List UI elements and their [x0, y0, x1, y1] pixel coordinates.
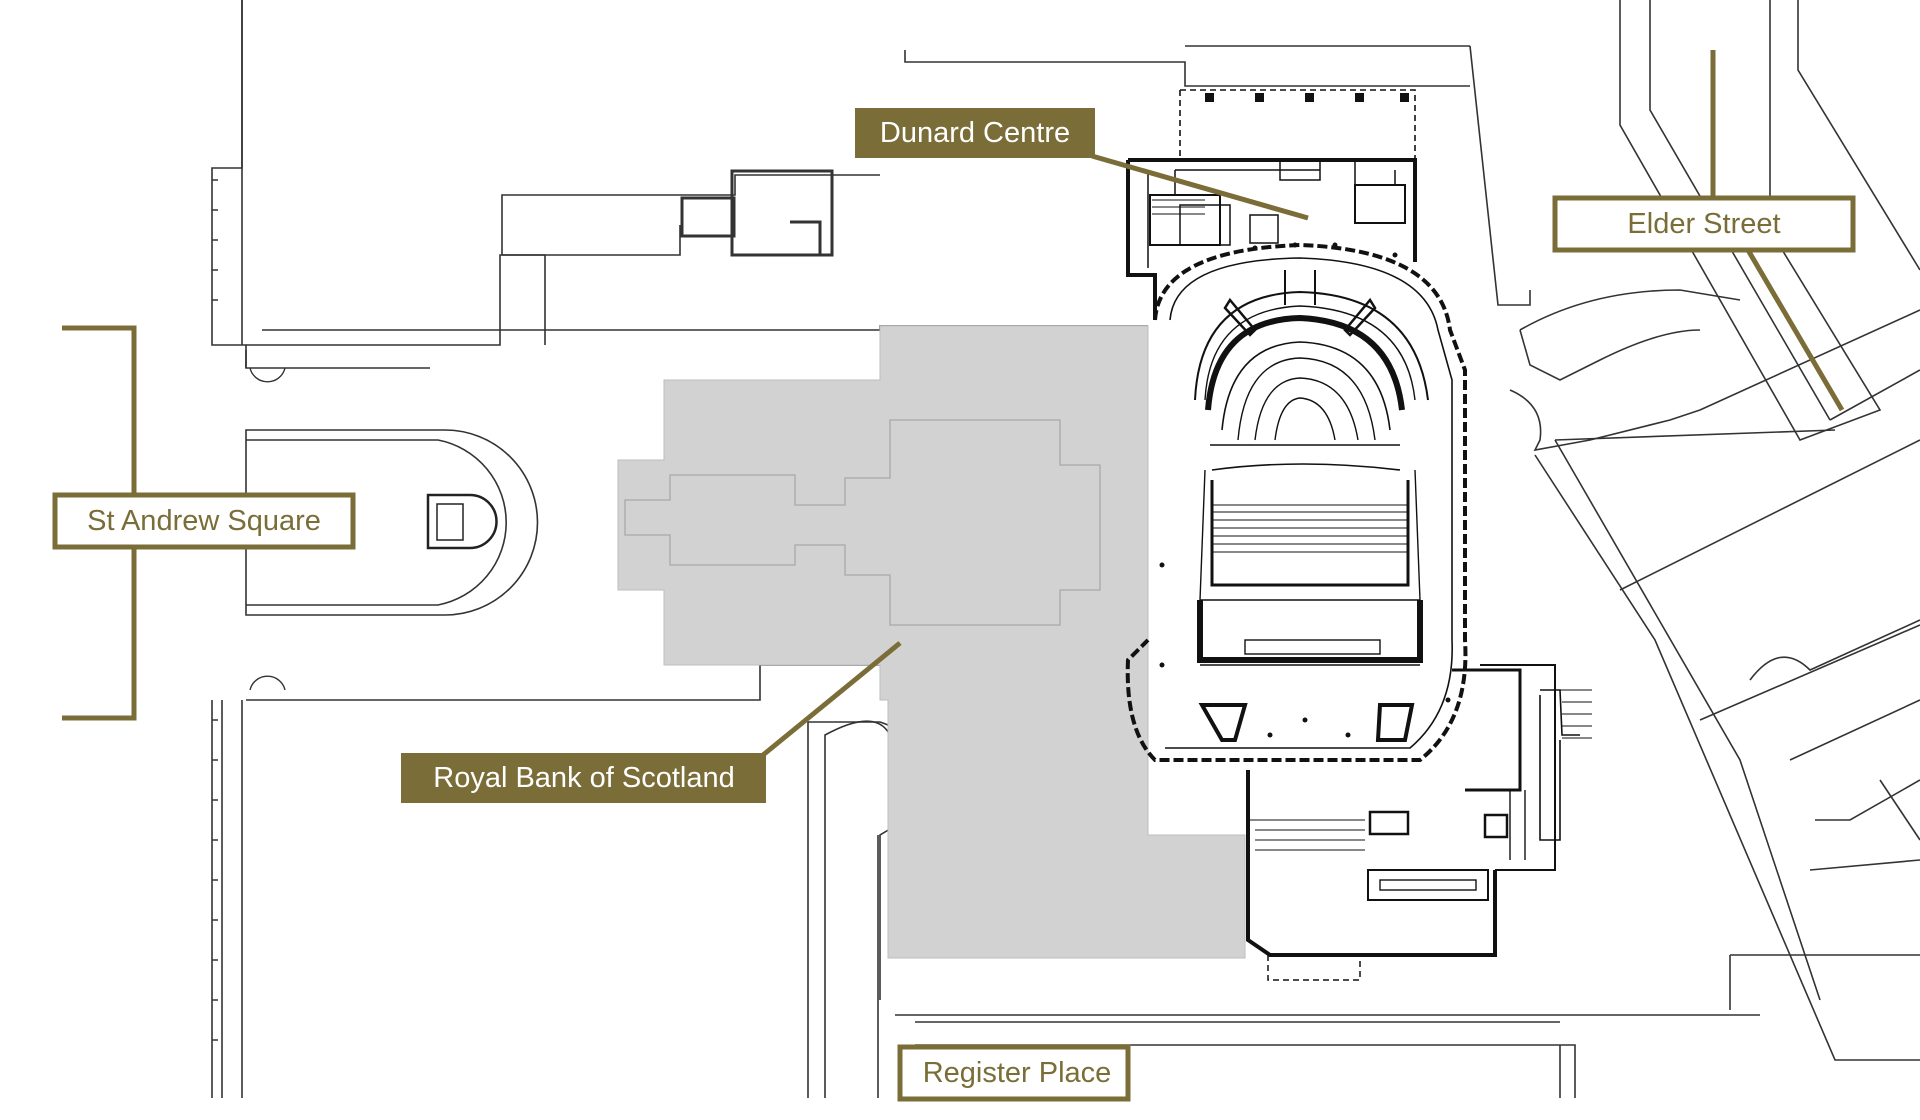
left-edge-details	[212, 179, 286, 1041]
register-place-label: Register Place	[897, 1044, 1131, 1102]
register-place-label-text: Register Place	[923, 1057, 1112, 1089]
dunard-centre-label-text: Dunard Centre	[880, 117, 1070, 149]
street-outlines	[211, 0, 1920, 1098]
st-andrew-square-label: St Andrew Square	[52, 325, 356, 721]
royal-bank-footprint	[617, 325, 1246, 959]
st-andrew-square-label-box	[52, 492, 356, 550]
royal-bank-label-text: Royal Bank of Scotland	[433, 762, 734, 794]
st-andrew-square-label-text: St Andrew Square	[87, 505, 321, 537]
dunard-centre-label: Dunard Centre	[855, 108, 1309, 221]
dunard-centre-label-box	[855, 108, 1095, 158]
elder-street-label-box	[1552, 195, 1856, 253]
elder-street-label-text: Elder Street	[1627, 208, 1780, 240]
register-place-label-box	[897, 1044, 1131, 1102]
elder-street-label: Elder Street	[1552, 50, 1856, 412]
royal-bank-inner-outline	[624, 419, 1101, 626]
dunard-centre-leader-line	[1091, 153, 1309, 221]
dunard-centre-building	[1125, 89, 1592, 981]
elder-street-leader-line-bottom	[1745, 248, 1845, 412]
royal-bank-label-box	[401, 753, 766, 803]
monument	[426, 493, 498, 550]
royal-bank-leader-line	[761, 641, 902, 757]
royal-bank-label: Royal Bank of Scotland	[401, 641, 902, 803]
royal-bank-building	[617, 325, 1246, 959]
